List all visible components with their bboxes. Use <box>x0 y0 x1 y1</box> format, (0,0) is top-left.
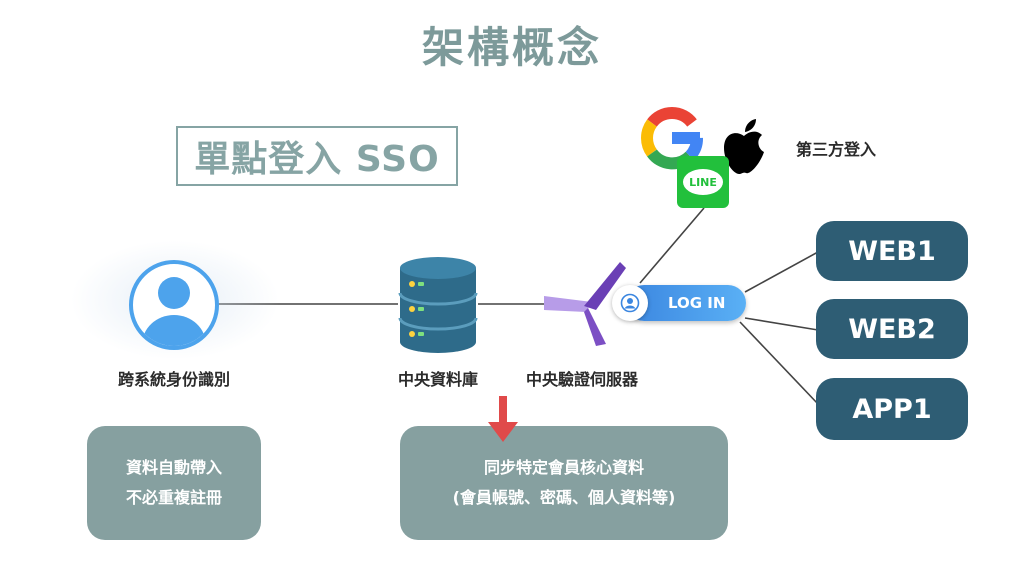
target-app1: APP1 <box>816 378 968 440</box>
target-web1: WEB1 <box>816 221 968 281</box>
line-login-web2 <box>744 317 819 331</box>
database-label: 中央資料庫 <box>397 370 478 389</box>
identity-label: 跨系統身份識別 <box>117 370 230 389</box>
line-app-icon: LINE <box>677 156 729 208</box>
apple-icon <box>724 119 764 175</box>
line-server-line <box>639 207 705 284</box>
sso-title-box: 單點登入 SSO <box>176 126 458 186</box>
user-icon <box>129 260 219 350</box>
target-web2-label: WEB2 <box>848 313 936 345</box>
database-icon <box>398 257 478 353</box>
auto-fill-line-2: 不必重複註冊 <box>125 488 222 507</box>
prism-logo-icon <box>544 262 626 346</box>
line-login-web1 <box>744 251 819 293</box>
auto-fill-box: 資料自動帶入 不必重複註冊 <box>87 426 261 540</box>
sync-box: 同步特定會員核心資料 (會員帳號、密碼、個人資料等) <box>400 426 728 540</box>
sso-title: 單點登入 SSO <box>194 139 440 180</box>
auth-server-label: 中央驗證伺服器 <box>525 370 638 389</box>
line-bubble: LINE <box>683 169 723 195</box>
sync-line-2: (會員帳號、密碼、個人資料等) <box>452 488 676 507</box>
login-user-icon <box>620 293 640 313</box>
line-icon-label: LINE <box>689 175 717 189</box>
third-party-label: 第三方登入 <box>796 140 877 159</box>
sync-line-1: 同步特定會員核心資料 <box>483 458 644 477</box>
down-arrow-icon <box>488 396 518 442</box>
auto-fill-line-1: 資料自動帶入 <box>125 458 222 477</box>
line-login-app1 <box>739 321 819 405</box>
page-title: 架構概念 <box>421 23 602 72</box>
target-web1-label: WEB1 <box>848 235 936 267</box>
target-app1-label: APP1 <box>852 393 932 425</box>
login-label: LOG IN <box>668 294 726 312</box>
target-web2: WEB2 <box>816 299 968 359</box>
